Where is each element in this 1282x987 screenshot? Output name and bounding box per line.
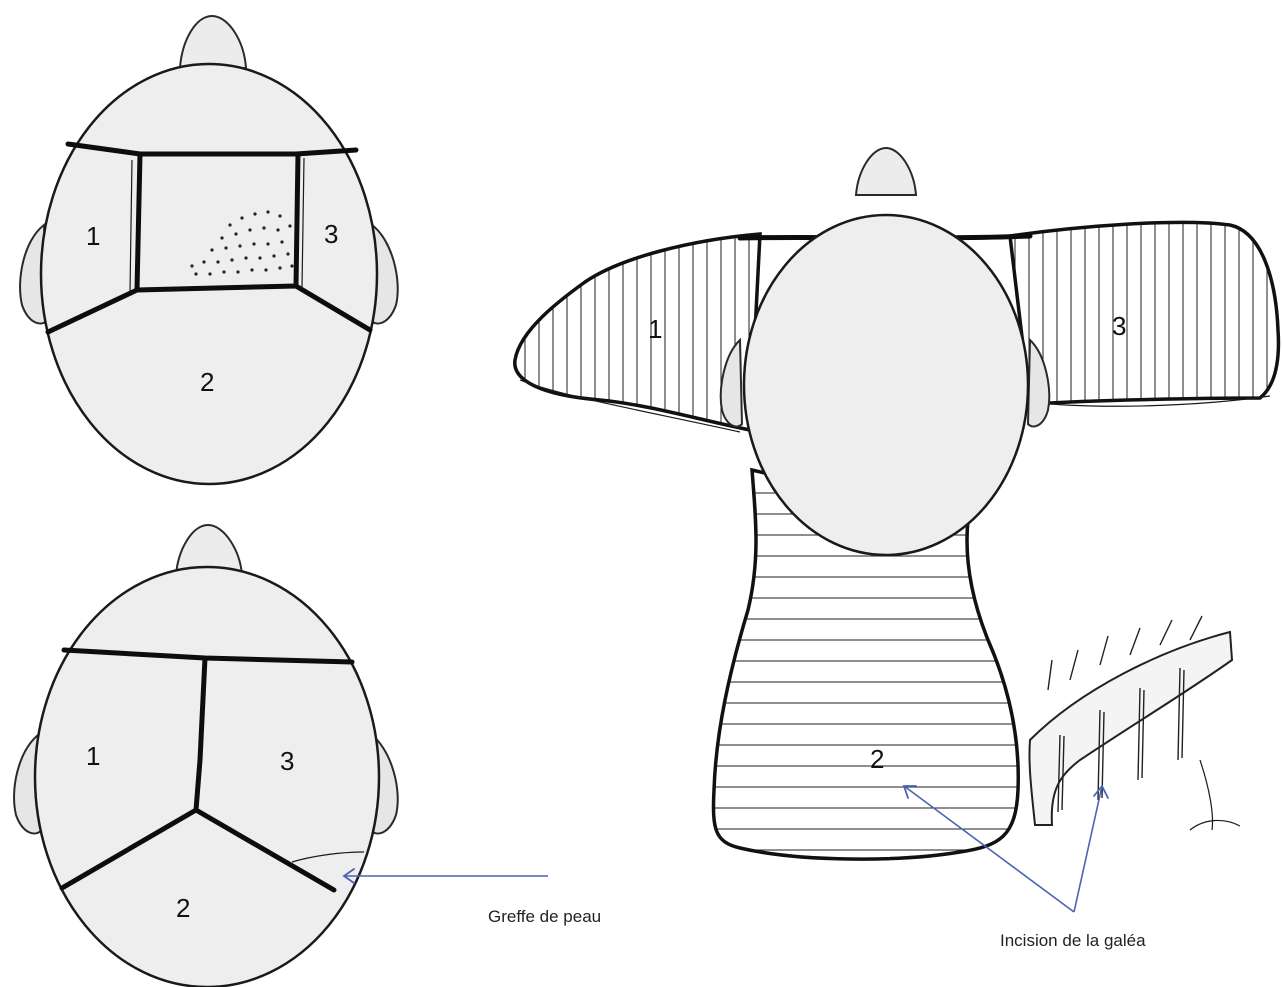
flap-label-3: 3	[1112, 311, 1126, 341]
galea-caption: Incision de la galéa	[1000, 931, 1146, 950]
bottom-left-head: 1 3 2 Greffe de peau	[14, 525, 601, 987]
graft-caption: Greffe de peau	[488, 907, 601, 926]
flap-label-1: 1	[86, 221, 100, 251]
flap-label-2: 2	[200, 367, 214, 397]
galea-arrow	[1074, 786, 1102, 912]
top-left-head: 1 3 2	[20, 16, 398, 484]
flap-label-3: 3	[280, 746, 294, 776]
galea-inset	[1029, 616, 1240, 830]
nose-icon	[180, 16, 246, 68]
flap-label-1: 1	[648, 314, 662, 344]
flap-label-2: 2	[176, 893, 190, 923]
flap-label-2: 2	[870, 744, 884, 774]
right-head: 1 3 2	[515, 148, 1279, 950]
flap-label-3: 3	[324, 219, 338, 249]
head-outline	[744, 215, 1028, 555]
nose-icon	[856, 148, 916, 195]
head-outline	[35, 567, 379, 987]
flap-3	[1010, 222, 1278, 404]
flap-label-1: 1	[86, 741, 100, 771]
